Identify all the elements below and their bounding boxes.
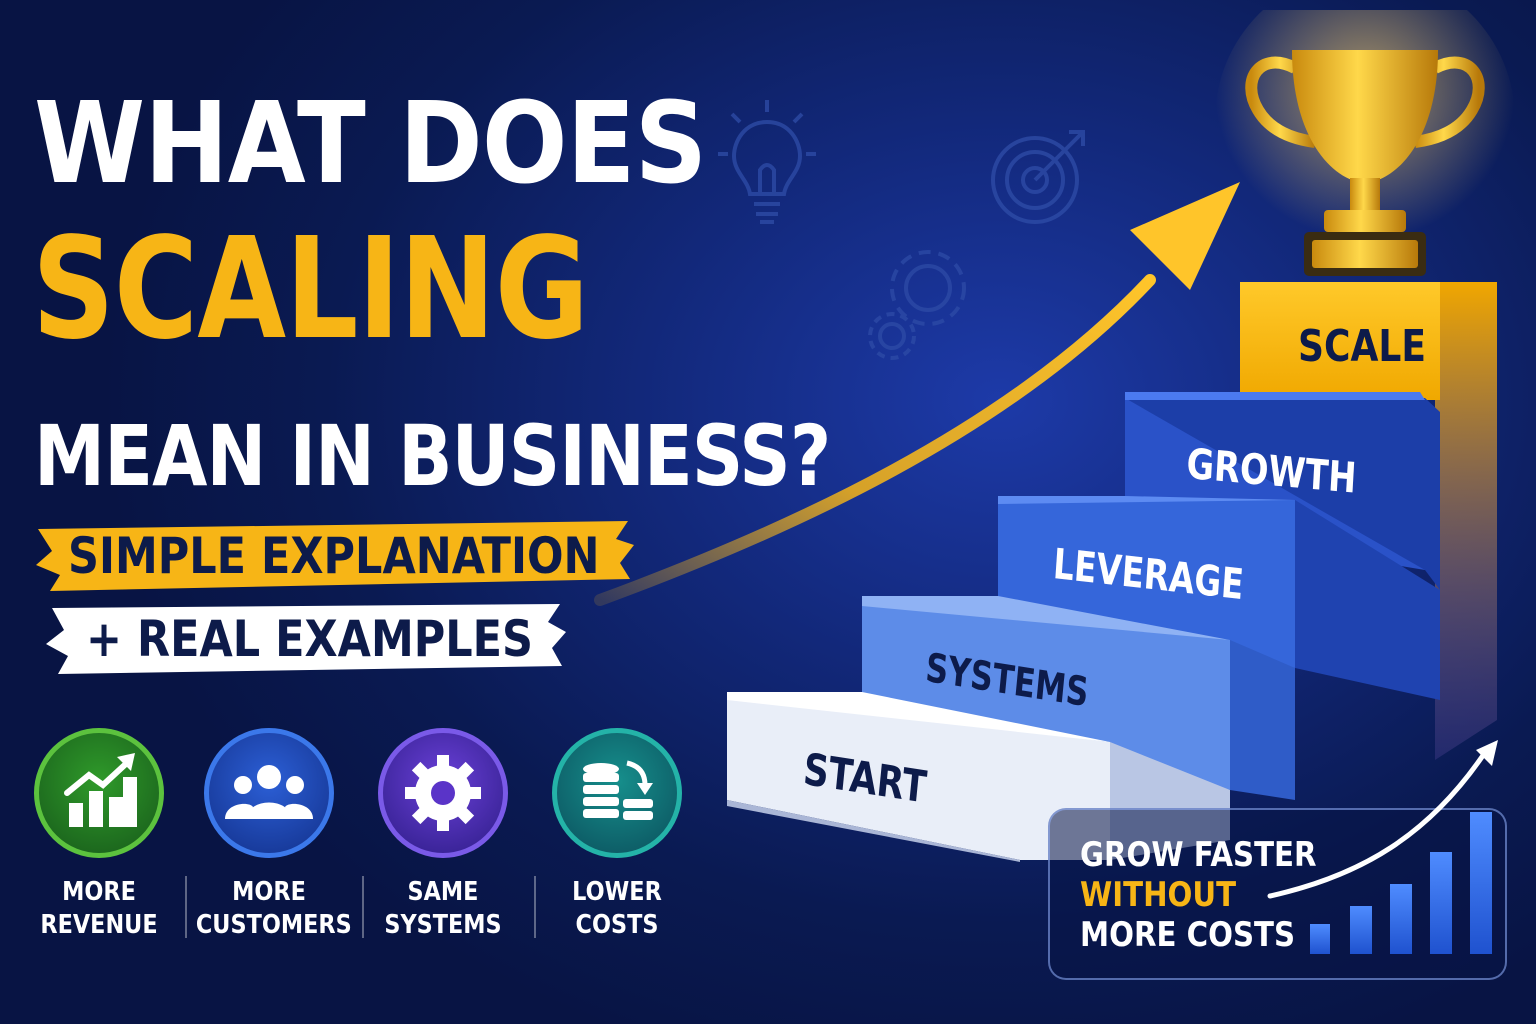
callout-line-3: MORE COSTS bbox=[1080, 915, 1296, 955]
coins-down-icon bbox=[583, 760, 653, 820]
headline-line-3: MEAN IN BUSINESS? bbox=[34, 407, 831, 505]
systems-step-front bbox=[862, 600, 1230, 790]
feature-customers-circle bbox=[204, 728, 334, 858]
trophy-icon bbox=[1215, 10, 1515, 276]
banner-brush-white bbox=[46, 604, 566, 674]
feature-costs-circle bbox=[552, 728, 682, 858]
start-step-front bbox=[727, 696, 1110, 860]
feature-customers-label: MORE CUSTOMERS bbox=[195, 877, 352, 940]
headline-line-1: WHAT DOES bbox=[34, 79, 707, 209]
divider bbox=[534, 876, 536, 938]
feature-revenue-circle bbox=[34, 728, 164, 858]
gear-icon bbox=[405, 755, 481, 831]
lightbulb-icon bbox=[718, 100, 816, 224]
feature-costs-label: LOWER COSTS bbox=[572, 877, 662, 940]
scale-block-front bbox=[1240, 282, 1440, 400]
callout-line-1: GROW FASTER bbox=[1080, 835, 1317, 875]
target-icon bbox=[991, 130, 1085, 224]
bar-chart-up-icon bbox=[64, 753, 137, 827]
banner-simple-explanation: SIMPLE EXPLANATION bbox=[68, 527, 600, 585]
banner-brush-yellow bbox=[36, 521, 634, 591]
scale-block-side bbox=[1435, 282, 1497, 760]
feature-systems-label: SAME SYSTEMS bbox=[384, 877, 502, 940]
mini-bar-chart-icon bbox=[1267, 740, 1498, 954]
divider bbox=[362, 876, 364, 938]
feature-systems-circle bbox=[378, 728, 508, 858]
headline-line-2: SCALING bbox=[32, 208, 589, 371]
banner-real-examples: + REAL EXAMPLES bbox=[86, 610, 533, 668]
growth-arrow-icon bbox=[594, 182, 1240, 606]
feature-revenue-label: MORE REVENUE bbox=[40, 877, 158, 940]
gears-icon bbox=[868, 250, 966, 360]
divider bbox=[185, 876, 187, 938]
callout-line-2: WITHOUT bbox=[1080, 875, 1237, 915]
people-group-icon bbox=[225, 765, 313, 819]
step-label-scale: SCALE bbox=[1298, 321, 1427, 372]
